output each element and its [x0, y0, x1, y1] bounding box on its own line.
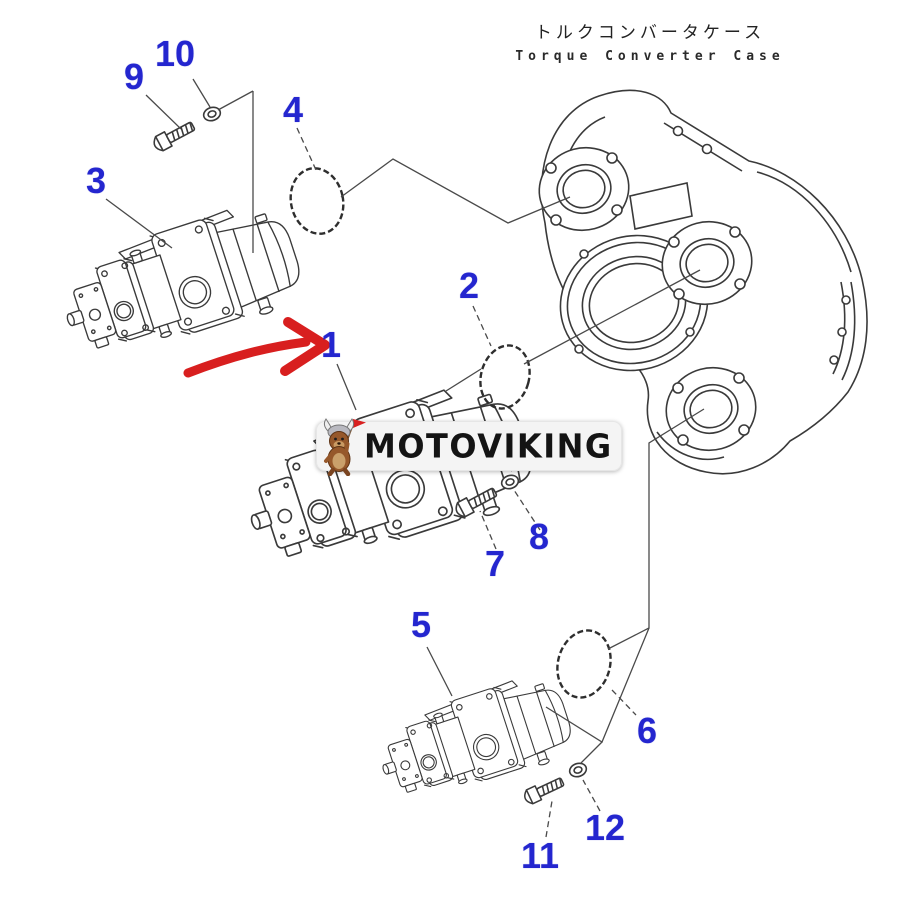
- washer-12: [567, 760, 589, 780]
- callout-1: 1: [320, 324, 342, 365]
- o-ring-2: [479, 344, 531, 410]
- title-japanese: トルクコンバータケース: [534, 23, 766, 43]
- torque-converter-case-drawing: [529, 89, 868, 475]
- title-english: Torque Converter Case: [515, 49, 785, 64]
- bolt-11: [521, 773, 567, 807]
- callout-11: 11: [520, 835, 560, 876]
- callout-9: 9: [123, 56, 145, 97]
- callout-6: 6: [636, 710, 658, 751]
- diagram-header: トルクコンバータケース Torque Converter Case: [420, 18, 880, 64]
- o-ring-4: [289, 167, 345, 235]
- washer-10: [201, 104, 223, 124]
- bolt-9: [150, 117, 198, 154]
- leader-lines: [105, 78, 705, 838]
- callout-12: 12: [584, 807, 626, 848]
- callout-5: 5: [410, 604, 432, 645]
- callout-7: 7: [484, 543, 506, 584]
- case-name-plate: [629, 182, 693, 230]
- watermark: MOTOVIKING: [316, 418, 622, 476]
- watermark-text: MOTOVIKING: [364, 426, 613, 466]
- callout-2: 2: [458, 265, 480, 306]
- callout-8: 8: [528, 516, 550, 557]
- callout-3: 3: [85, 160, 107, 201]
- o-ring-6: [556, 629, 612, 699]
- red-arrow: [183, 317, 330, 378]
- callout-10: 10: [154, 33, 196, 74]
- viking-dog-icon: [323, 418, 366, 476]
- callout-4: 4: [282, 89, 304, 130]
